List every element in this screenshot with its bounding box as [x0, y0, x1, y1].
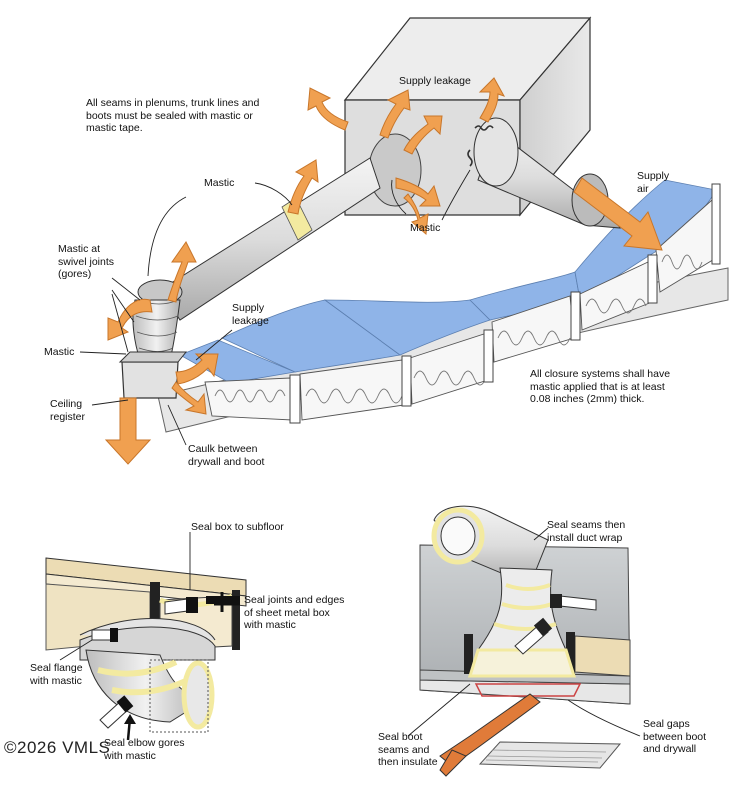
label-mastic-box: Mastic	[410, 222, 441, 234]
label-seal-gaps: Seal gaps between boot and drywall	[643, 718, 707, 755]
label-seal-box: Seal box to subfloor	[191, 521, 284, 533]
boot-and-elbow	[118, 279, 188, 399]
label-supply-leakage-left: Supply leakage	[232, 302, 269, 327]
airflow-arrows	[104, 77, 663, 465]
watermark: ©2026 VMLS	[4, 738, 111, 757]
label-seal-boot-seams: Seal boot seams and then insulate	[378, 731, 438, 768]
leader-lines-top	[79, 169, 471, 446]
closure-note: All closure systems shall have mastic ap…	[530, 368, 671, 405]
trunk-duct	[159, 157, 381, 321]
label-seal-joints: Seal joints and edges of sheet metal box…	[244, 594, 345, 631]
label-mastic-top: Mastic	[204, 177, 235, 189]
label-supply-leakage-top: Supply leakage	[399, 75, 471, 87]
leader-lines-bottom-left	[59, 532, 191, 661]
label-mastic-gores: Mastic at swivel joints (gores)	[58, 243, 115, 280]
label-mastic-left: Mastic	[44, 346, 75, 358]
label-seal-flange: Seal flange with mastic	[30, 662, 83, 687]
leader-lines-bottom-right	[407, 527, 641, 737]
label-seal-elbow: Seal elbow gores with mastic	[104, 737, 185, 762]
label-supply-air: Supply air	[637, 170, 670, 195]
label-ceiling-register: Ceiling register	[50, 398, 86, 423]
label-caulk: Caulk between drywall and boot	[188, 443, 265, 468]
subfloor-box-detail	[45, 557, 247, 741]
supply-duct	[467, 117, 621, 229]
seams-note: All seams in plenums, trunk lines and bo…	[86, 97, 260, 134]
label-seal-seams-wrap: Seal seams then install duct wrap	[547, 519, 626, 544]
boot-drywall-detail	[419, 505, 631, 777]
